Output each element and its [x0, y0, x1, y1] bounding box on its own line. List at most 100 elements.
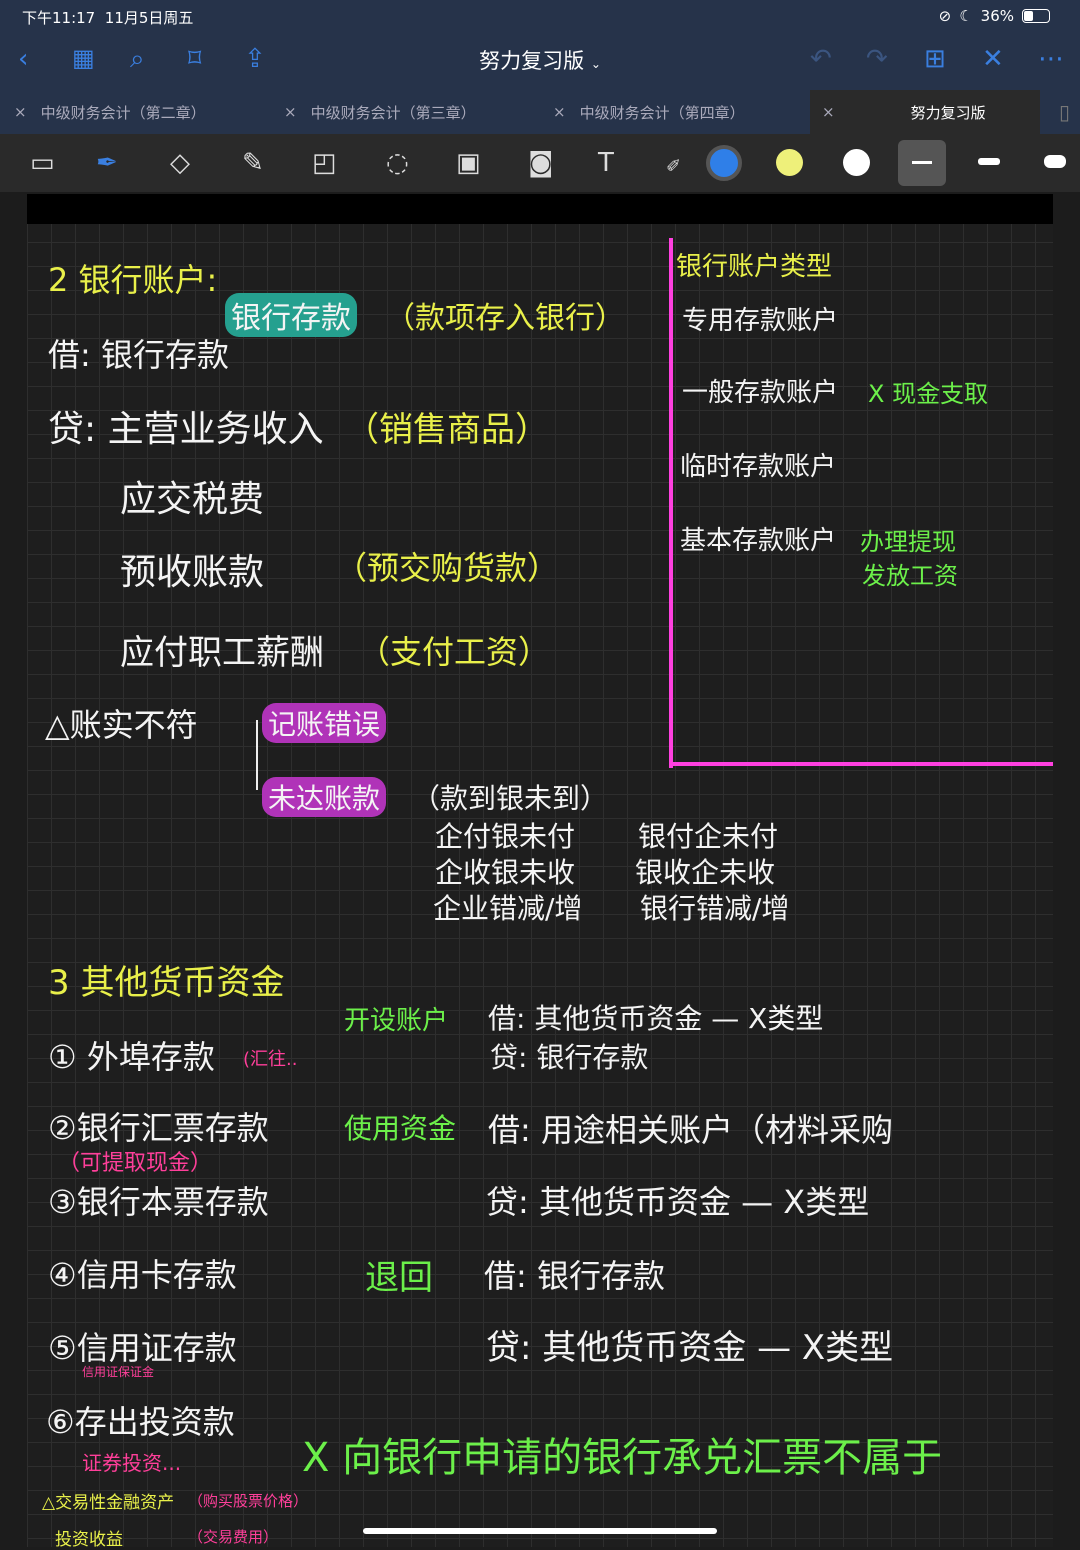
highlight: 银行存款	[225, 293, 357, 337]
note: 使用资金	[344, 1112, 457, 1145]
more-icon[interactable]: ⋯	[1038, 44, 1064, 74]
text: 企收银未收	[435, 856, 576, 889]
tool-bar: ▭ ✒ ◇ ✎ ◰ ◌ ▣ ◙ T ✐	[0, 134, 1080, 192]
pen-icon[interactable]: ✒	[96, 148, 118, 178]
text: 临时存款账户	[680, 452, 837, 482]
tab-review[interactable]: × 努力复习版	[810, 90, 1040, 134]
text: 贷: 主营业务收入	[48, 409, 324, 450]
close-x-icon[interactable]: ✕	[982, 44, 1004, 74]
heading: 银行账户类型	[676, 252, 833, 282]
sidebar-toggle-icon[interactable]: ▯	[1058, 100, 1070, 124]
page-top-bar	[27, 194, 1053, 224]
stroke-thick[interactable]	[1044, 155, 1066, 168]
document-title[interactable]: 努力复习版 ⌄	[479, 49, 601, 73]
read-mode-icon[interactable]: ▭	[30, 148, 55, 178]
note: （销售商品）	[345, 410, 549, 450]
note: 退回	[365, 1258, 433, 1298]
shapes-icon[interactable]: ◰	[312, 148, 337, 178]
text: 贷: 银行存款	[490, 1041, 649, 1074]
tab-chapter-4[interactable]: × 中级财务会计（第四章）	[553, 90, 823, 134]
text: △交易性金融资产	[42, 1493, 175, 1513]
redo-icon[interactable]: ↷	[866, 44, 888, 74]
tab-chapter-3[interactable]: × 中级财务会计（第三章）	[284, 90, 554, 134]
image-icon[interactable]: ▣	[456, 148, 481, 178]
text: 企付银未付	[435, 820, 576, 853]
color-white[interactable]	[843, 149, 870, 176]
date: 11月5日周五	[104, 9, 194, 27]
text: 应付职工薪酬	[120, 633, 324, 673]
close-icon[interactable]: ×	[822, 103, 835, 121]
text-icon[interactable]: T	[598, 148, 614, 178]
note-page[interactable]	[27, 194, 1053, 1547]
note: 办理提现	[860, 528, 956, 556]
text: 借: 用途相关账户（材料采购	[488, 1111, 893, 1149]
close-icon[interactable]: ×	[14, 103, 27, 121]
home-indicator[interactable]	[363, 1528, 717, 1534]
note: (汇往..	[243, 1049, 298, 1070]
text: 银付企未付	[638, 820, 779, 853]
text: 借: 其他货币资金 — X类型	[488, 1002, 824, 1035]
highlight: 记账错误	[262, 703, 387, 743]
note: 开设账户	[344, 1006, 449, 1036]
tab-label: 中级财务会计（第二章）	[40, 103, 206, 122]
eraser-icon[interactable]: ◇	[170, 148, 190, 178]
text: 借: 银行存款	[484, 1257, 665, 1295]
note: X 向银行申请的银行承兑汇票不属于	[302, 1435, 943, 1481]
tab-chapter-2[interactable]: × 中级财务会计（第二章）	[14, 90, 284, 134]
text: 基本存款账户	[680, 526, 837, 556]
tab-label: 中级财务会计（第四章）	[579, 103, 745, 122]
battery-icon	[1022, 9, 1050, 23]
note: （交易费用）	[188, 1528, 279, 1546]
orientation-lock-icon: ⊘	[938, 7, 952, 25]
stroke-medium[interactable]	[978, 158, 1000, 165]
divider-horizontal	[669, 762, 1053, 766]
back-icon[interactable]: ‹	[18, 44, 29, 74]
note: （预交购货款）	[335, 549, 560, 587]
tab-label: 努力复习版	[910, 103, 986, 122]
note: （购买股票价格）	[188, 1492, 309, 1510]
note: 信用证保证金	[82, 1365, 155, 1379]
add-page-icon[interactable]: ⊞	[924, 44, 946, 74]
note: （款到银未到）	[412, 782, 609, 815]
moon-icon: ☾	[959, 7, 973, 25]
text: 专用存款账户	[682, 306, 839, 336]
text: ⑥存出投资款	[46, 1403, 235, 1441]
chevron-down-icon: ⌄	[590, 57, 601, 71]
text: 贷: 其他货币资金 — X类型	[486, 1183, 870, 1221]
text: ① 外埠存款	[48, 1038, 215, 1076]
text: ②银行汇票存款	[48, 1109, 269, 1147]
note: X 现金支取	[868, 380, 989, 408]
text: 借: 银行存款	[48, 336, 229, 374]
divider-vertical	[669, 238, 673, 768]
status-bar: 下午11:17 11月5日周五 ⊘☾36%	[0, 0, 1080, 32]
lasso-icon[interactable]: ◌	[386, 148, 409, 178]
close-icon[interactable]: ×	[553, 103, 566, 121]
note: 发放工资	[862, 562, 958, 590]
highlight: 未达账款	[262, 777, 387, 817]
tab-bar: × 中级财务会计（第二章） × 中级财务会计（第三章） × 中级财务会计（第四章） ×…	[0, 90, 1080, 134]
search-icon[interactable]: ⌕	[130, 44, 145, 74]
tab-label: 中级财务会计（第三章）	[310, 103, 476, 122]
close-icon[interactable]: ×	[284, 103, 297, 121]
text: 企业错减/增	[433, 892, 583, 925]
undo-icon[interactable]: ↶	[810, 44, 832, 74]
share-icon[interactable]: ⇪	[244, 44, 266, 74]
text: 应交税费	[120, 479, 265, 520]
text: ⑤信用证存款	[48, 1329, 237, 1367]
text: 投资收益	[55, 1530, 123, 1550]
camera-icon[interactable]: ◙	[528, 148, 554, 178]
text: ④信用卡存款	[48, 1256, 237, 1294]
heading: 3 其他货币资金	[48, 963, 285, 1003]
bookmark-icon[interactable]: ⌑	[188, 44, 202, 74]
stroke-thin-selected[interactable]	[898, 140, 946, 186]
color-yellow[interactable]	[776, 149, 803, 176]
text: 银行错减/增	[640, 892, 790, 925]
note: （可提取现金）	[58, 1151, 213, 1176]
highlighter-icon[interactable]: ✎	[242, 148, 264, 178]
grid-icon[interactable]: ▦	[72, 44, 95, 72]
color-blue-selected[interactable]	[706, 145, 742, 181]
brace	[256, 720, 264, 790]
note: 证券投资...	[82, 1451, 182, 1475]
heading: 2 银行账户:	[48, 261, 218, 299]
laser-icon[interactable]: ✐	[666, 156, 682, 177]
